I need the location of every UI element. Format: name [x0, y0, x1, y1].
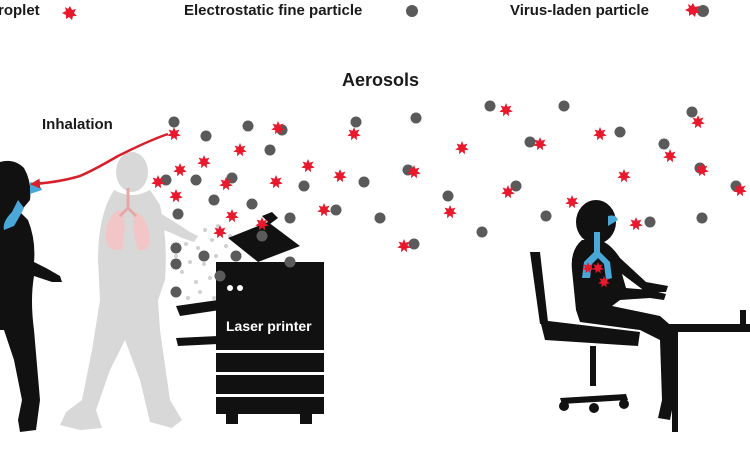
fine-particle	[170, 258, 182, 270]
droplet-particle	[617, 169, 631, 183]
droplet-particle	[598, 276, 610, 288]
printer-details	[216, 285, 324, 397]
droplet-particle	[169, 189, 183, 203]
droplet-particle	[213, 225, 227, 239]
aerosol-particles	[151, 100, 747, 298]
droplet-particle	[233, 143, 247, 157]
left-person-silhouette	[0, 160, 62, 432]
aerosols-label: Aerosols	[342, 70, 420, 90]
fine-particle	[510, 180, 522, 192]
droplet-particle	[301, 159, 315, 173]
droplet-particle	[593, 127, 607, 141]
droplet-particle	[663, 149, 677, 163]
seated-person-silhouette	[530, 200, 676, 420]
fine-particle	[696, 212, 708, 224]
fine-particle	[230, 250, 242, 262]
laser-printer	[176, 212, 324, 424]
fine-particle	[242, 120, 254, 132]
fine-particle	[410, 112, 422, 124]
droplet-particle	[455, 141, 469, 155]
fine-particle	[540, 210, 552, 222]
fine-particle	[442, 190, 454, 202]
droplet-particle	[151, 175, 165, 189]
fine-particle	[558, 100, 570, 112]
fine-particle	[200, 130, 212, 142]
fine-particle	[644, 216, 656, 228]
fine-particle	[246, 198, 258, 210]
fine-particle	[170, 242, 182, 254]
fine-particle	[614, 126, 626, 138]
inhalation-label: Inhalation	[42, 116, 113, 133]
droplet-particle	[333, 169, 347, 183]
droplet-particle	[167, 127, 181, 141]
droplet-particle	[407, 165, 421, 179]
fine-particle	[358, 176, 370, 188]
fine-particle	[198, 250, 210, 262]
fine-particle	[484, 100, 496, 112]
fine-particle	[190, 174, 202, 186]
droplet-particle	[565, 195, 579, 209]
droplet-particle	[592, 262, 604, 274]
fine-particle	[168, 116, 180, 128]
ghost-person-silhouette	[60, 152, 198, 430]
droplet-particle	[443, 205, 457, 219]
desk	[660, 310, 750, 432]
printer-label: Laser printer	[226, 318, 312, 334]
fine-particle	[686, 106, 698, 118]
droplet-particle	[582, 262, 594, 274]
fine-particle	[284, 256, 296, 268]
legend-virus-particle-label: Virus-laden particle	[510, 2, 649, 19]
fine-particle	[256, 230, 268, 242]
fine-particle	[330, 204, 342, 216]
fine-particle	[658, 138, 670, 150]
droplet-particle	[501, 185, 515, 199]
legend-virus-particle-icon	[685, 3, 709, 17]
droplet-particle	[629, 217, 643, 231]
droplet-particle	[219, 177, 233, 191]
fine-particle	[524, 136, 536, 148]
droplet-particle	[173, 163, 187, 177]
droplet-particle	[347, 127, 361, 141]
fine-particle	[374, 212, 386, 224]
fine-particle	[284, 212, 296, 224]
legend-droplet-label: roplet	[0, 2, 40, 19]
fine-particle	[264, 144, 276, 156]
ghost-lungs	[105, 188, 150, 251]
droplet-particle	[271, 121, 285, 135]
droplet-particle	[197, 155, 211, 169]
legend-droplet-icon	[62, 6, 77, 20]
legend-fine-particle-label: Electrostatic fine particle	[184, 2, 363, 19]
droplet-particle	[225, 209, 239, 223]
fine-particle	[408, 238, 420, 250]
fine-particle	[170, 286, 182, 298]
droplet-particle	[533, 137, 547, 151]
droplet-particle	[255, 217, 269, 231]
legend-fine-particle-icon	[406, 5, 418, 17]
droplet-particle	[691, 115, 705, 129]
droplet-particle	[733, 183, 747, 197]
fine-particle	[172, 208, 184, 220]
fine-particle	[350, 116, 362, 128]
droplet-particle	[317, 203, 331, 217]
fine-particle	[214, 270, 226, 282]
droplet-particle	[269, 175, 283, 189]
inhalation-arrow	[30, 132, 169, 189]
fine-particle	[208, 194, 220, 206]
droplet-particle	[499, 103, 513, 117]
droplet-particle	[695, 163, 709, 177]
fine-particle	[476, 226, 488, 238]
fine-particle	[298, 180, 310, 192]
droplet-particle	[397, 239, 411, 253]
